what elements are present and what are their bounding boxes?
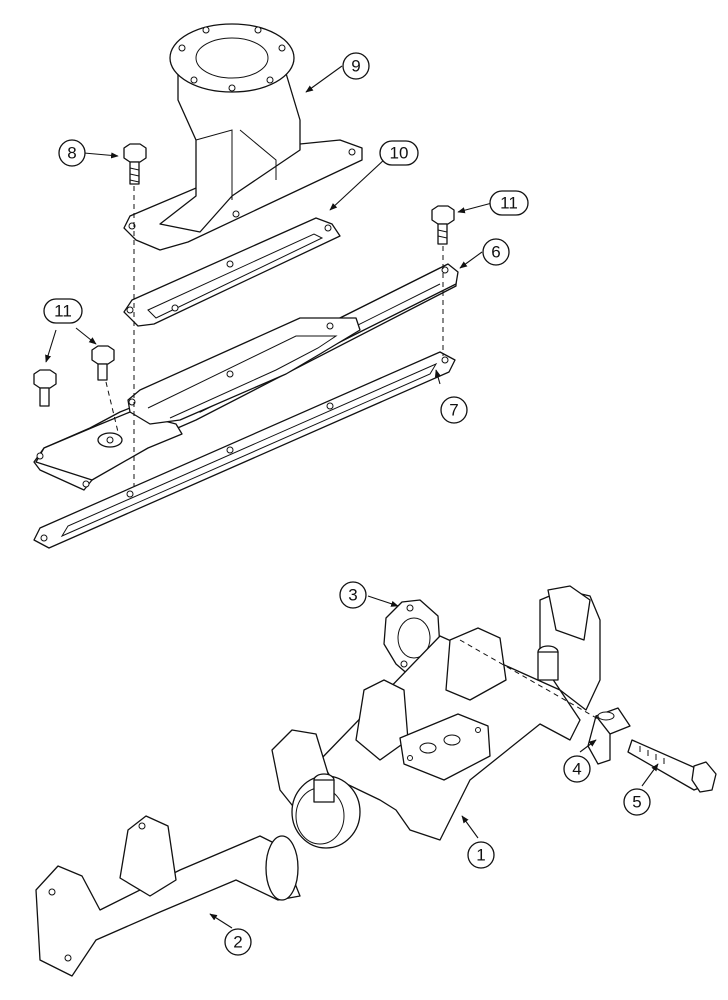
callout-9: 9: [342, 52, 370, 80]
callout-11-right-label: 11: [500, 194, 518, 213]
callout-8: 8: [58, 139, 86, 167]
bolt-11-right: [431, 205, 455, 245]
bolt-11-left-a: [33, 369, 57, 407]
bolt-11-left-b: [91, 345, 115, 381]
callout-10-label: 10: [390, 144, 409, 163]
front-manifold-section: [35, 815, 301, 977]
outlet-cover-plate: [33, 263, 459, 491]
manifold-section: [271, 585, 601, 849]
callout-9-label: 9: [351, 57, 360, 76]
elbow-gasket: [123, 217, 341, 327]
long-bolt: [627, 739, 717, 793]
callout-2: 2: [224, 928, 252, 956]
callout-11-right: 11: [489, 190, 529, 216]
callout-8-label: 8: [67, 144, 76, 163]
callout-5: 5: [623, 788, 651, 816]
leader-lines: [45, 65, 659, 929]
lower-gasket: [33, 351, 456, 549]
callout-6-label: 6: [491, 243, 500, 262]
callout-7-label: 7: [449, 401, 458, 420]
elbow-outlet: [123, 23, 363, 251]
callout-2-label: 2: [233, 933, 242, 952]
callout-4-label: 4: [572, 760, 581, 779]
callout-6: 6: [482, 238, 510, 266]
callout-5-label: 5: [632, 793, 641, 812]
bolt-8: [123, 143, 147, 185]
callout-11-left: 11: [43, 298, 83, 324]
callout-3-label: 3: [348, 586, 357, 605]
callout-1: 1: [467, 841, 495, 869]
callout-11-left-label: 11: [54, 302, 72, 321]
callout-10: 10: [379, 140, 419, 166]
callout-7: 7: [440, 396, 468, 424]
callout-4: 4: [563, 755, 591, 783]
callout-1-label: 1: [476, 846, 485, 865]
callout-3: 3: [339, 581, 367, 609]
